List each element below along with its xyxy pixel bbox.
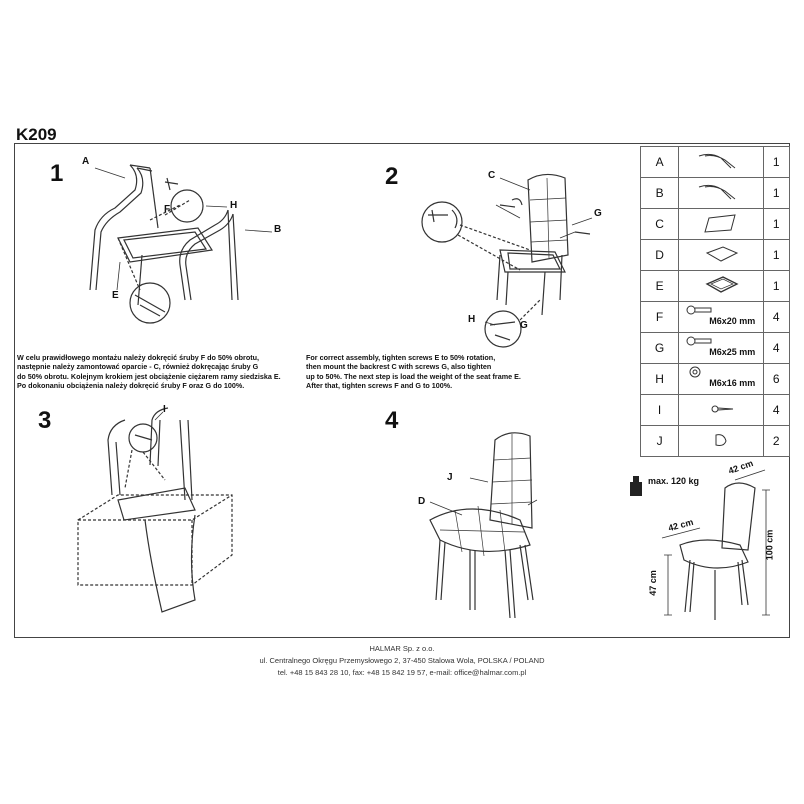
label-f: F (164, 204, 171, 215)
footer-address: ul. Centralnego Okręgu Przemysłowego 2, … (259, 656, 545, 665)
step-number-1: 1 (50, 160, 64, 187)
part-letter: E (639, 270, 680, 302)
part-image: M6x20 mm (678, 301, 764, 333)
step4-drawing (429, 432, 538, 619)
footer-contact: tel. +48 15 843 28 10, fax: +48 15 842 1… (277, 668, 527, 677)
instructions-english: For correct assembly, tighten screws E t… (306, 353, 521, 391)
bolt-icon (685, 334, 715, 351)
seat-height-dimension: 47 cm (647, 570, 658, 596)
part-quantity: 1 (762, 239, 791, 271)
part-letter: B (639, 177, 680, 209)
part-spec: M6x16 mm (709, 378, 756, 388)
part-quantity: 4 (762, 332, 791, 364)
part-quantity: 2 (762, 425, 791, 457)
part-quantity: 1 (762, 208, 791, 240)
part-quantity: 4 (762, 301, 791, 333)
part-image (678, 394, 764, 426)
label-h: H (230, 200, 238, 211)
height-dimension: 100 cm (764, 529, 775, 561)
wood-screw-icon (701, 405, 741, 419)
part-quantity: 6 (762, 363, 791, 395)
part-image (678, 208, 764, 240)
part-letter: F (639, 301, 680, 333)
step-number-3: 3 (38, 407, 52, 434)
seat-cushion-icon (691, 245, 751, 268)
part-letter: J (639, 425, 680, 457)
footer-company: HALMAR Sp. z o.o. (369, 644, 435, 653)
parts-row-h: H M6x16 mm 6 (639, 363, 791, 395)
part-image (678, 177, 764, 209)
label-e: E (112, 290, 119, 301)
step1-drawing (89, 164, 273, 324)
label-a: A (82, 156, 90, 167)
glide-cap-icon (706, 433, 736, 452)
part-image (678, 239, 764, 271)
label-i: I (163, 404, 166, 415)
part-quantity: 1 (762, 177, 791, 209)
dimension-drawing (630, 469, 770, 620)
part-image (678, 425, 764, 457)
instructions-frame (14, 143, 790, 638)
label-g-2: G (520, 320, 528, 331)
part-quantity: 4 (762, 394, 791, 426)
step3-drawing (77, 407, 233, 613)
model-title: K209 (16, 125, 57, 144)
seat-frame-icon (691, 275, 751, 299)
part-image (678, 146, 764, 178)
label-d: D (418, 496, 426, 507)
label-h-2: H (468, 314, 476, 325)
part-letter: H (639, 363, 680, 395)
part-letter: D (639, 239, 680, 271)
part-letter: A (639, 146, 680, 178)
backrest-icon (691, 213, 751, 237)
parts-row-g: G M6x25 mm 4 (639, 332, 791, 364)
part-letter: I (639, 394, 680, 426)
label-g: G (594, 208, 602, 219)
part-quantity: 1 (762, 146, 791, 178)
step-number-2: 2 (385, 163, 399, 190)
part-spec: M6x20 mm (709, 316, 756, 326)
part-letter: C (639, 208, 680, 240)
part-spec: M6x25 mm (709, 347, 756, 357)
part-quantity: 1 (762, 270, 791, 302)
part-image: M6x25 mm (678, 332, 764, 364)
leg-frame-icon (691, 184, 751, 206)
step-number-4: 4 (385, 407, 399, 434)
step2-drawing (421, 173, 593, 348)
leg-frame-icon (691, 153, 751, 175)
part-image: M6x16 mm (678, 363, 764, 395)
bolt-icon (685, 303, 715, 320)
part-image (678, 270, 764, 302)
label-j: J (447, 472, 453, 483)
max-load: max. 120 kg (648, 476, 700, 486)
label-c: C (488, 170, 496, 181)
parts-row-f: F M6x20 mm 4 (639, 301, 791, 333)
part-letter: G (639, 332, 680, 364)
washer-icon (685, 365, 715, 382)
label-b: B (274, 224, 282, 235)
instructions-polish: W celu prawidłowego montażu należy dokrę… (17, 353, 281, 391)
